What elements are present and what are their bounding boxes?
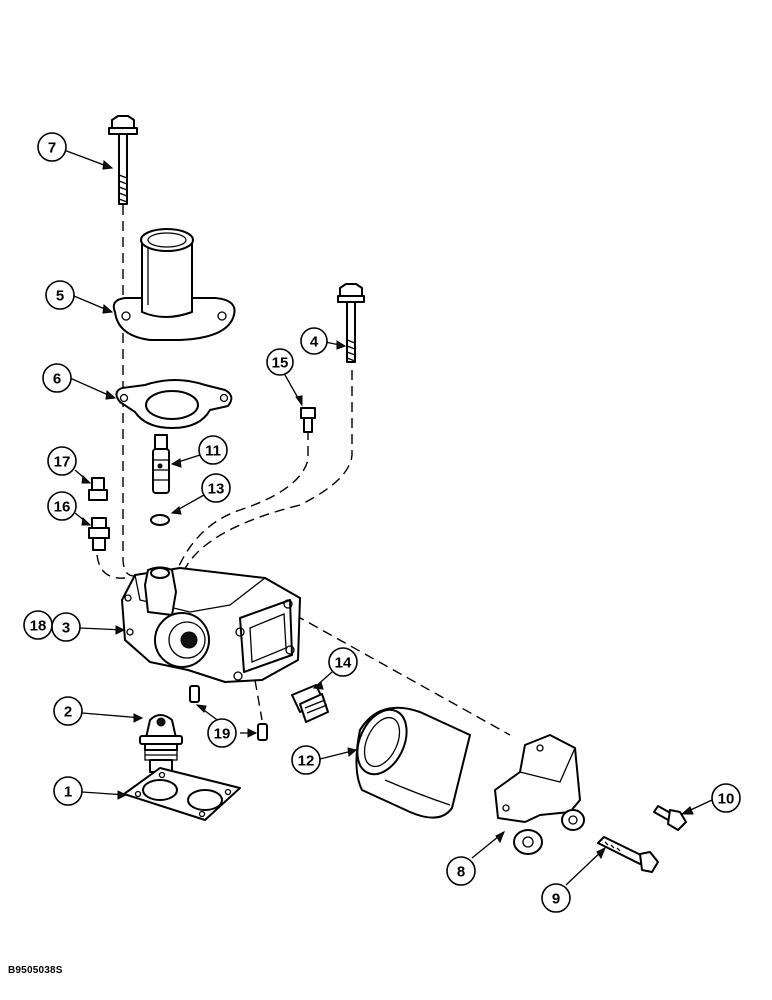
svg-text:6: 6 <box>53 371 61 388</box>
thermostat-housing-part-3 <box>121 566 301 683</box>
callout-17: 17 <box>47 446 77 476</box>
gasket-part-6 <box>115 379 233 429</box>
plug-part-16 <box>88 517 110 551</box>
callout-3: 3 <box>51 612 81 642</box>
svg-text:7: 7 <box>48 140 56 157</box>
svg-text:2: 2 <box>64 704 72 721</box>
svg-text:15: 15 <box>272 355 289 372</box>
callout-18: 18 <box>23 610 53 640</box>
gasket-part-1 <box>123 767 241 821</box>
sender-part-11 <box>152 434 170 494</box>
fitting-part-17 <box>88 477 108 501</box>
svg-text:8: 8 <box>457 864 465 881</box>
svg-text:17: 17 <box>54 454 71 471</box>
callout-16: 16 <box>47 491 77 521</box>
callout-7: 7 <box>37 132 67 162</box>
callout-1: 1 <box>53 776 83 806</box>
svg-text:13: 13 <box>208 481 225 498</box>
callout-5: 5 <box>45 280 75 310</box>
dowel-pins-part-19 <box>189 685 268 741</box>
callout-15: 15 <box>266 348 294 376</box>
callout-2: 2 <box>53 696 83 726</box>
svg-text:3: 3 <box>62 620 70 637</box>
callout-12: 12 <box>291 745 321 775</box>
callout-19: 19 <box>207 718 237 748</box>
thermostat-part-2 <box>139 714 183 773</box>
assembly-guide-lines <box>96 205 511 736</box>
svg-text:12: 12 <box>298 753 315 770</box>
callout-6: 6 <box>42 363 72 393</box>
bolt-part-10 <box>653 805 687 831</box>
bolt-part-7 <box>108 115 138 205</box>
svg-text:11: 11 <box>205 443 221 460</box>
svg-text:18: 18 <box>30 618 47 635</box>
svg-text:4: 4 <box>310 334 319 351</box>
filter-bracket-part-8 <box>494 734 585 855</box>
leader-lines <box>63 149 713 886</box>
bolt-part-9 <box>597 836 659 873</box>
callout-11: 11 <box>198 435 228 465</box>
figure-code: B9505038S <box>8 965 63 976</box>
svg-text:14: 14 <box>335 655 352 672</box>
svg-text:1: 1 <box>64 784 72 801</box>
callout-10: 10 <box>711 783 741 813</box>
svg-text:10: 10 <box>718 791 735 808</box>
o-ring-part-13 <box>150 514 170 526</box>
svg-text:5: 5 <box>56 288 64 305</box>
callout-13: 13 <box>201 473 231 503</box>
callout-8: 8 <box>446 856 476 886</box>
callout-4: 4 <box>300 327 328 355</box>
callout-9: 9 <box>541 883 571 913</box>
callout-14: 14 <box>328 647 358 677</box>
svg-text:16: 16 <box>54 499 71 516</box>
adapter-fitting-part-14 <box>291 684 329 723</box>
oil-filter-part-12 <box>355 706 471 819</box>
outlet-elbow-part-5 <box>112 228 236 341</box>
svg-text:19: 19 <box>214 726 231 743</box>
screw-part-15 <box>300 407 316 433</box>
svg-text:9: 9 <box>552 891 560 908</box>
bolt-part-4 <box>337 283 365 363</box>
